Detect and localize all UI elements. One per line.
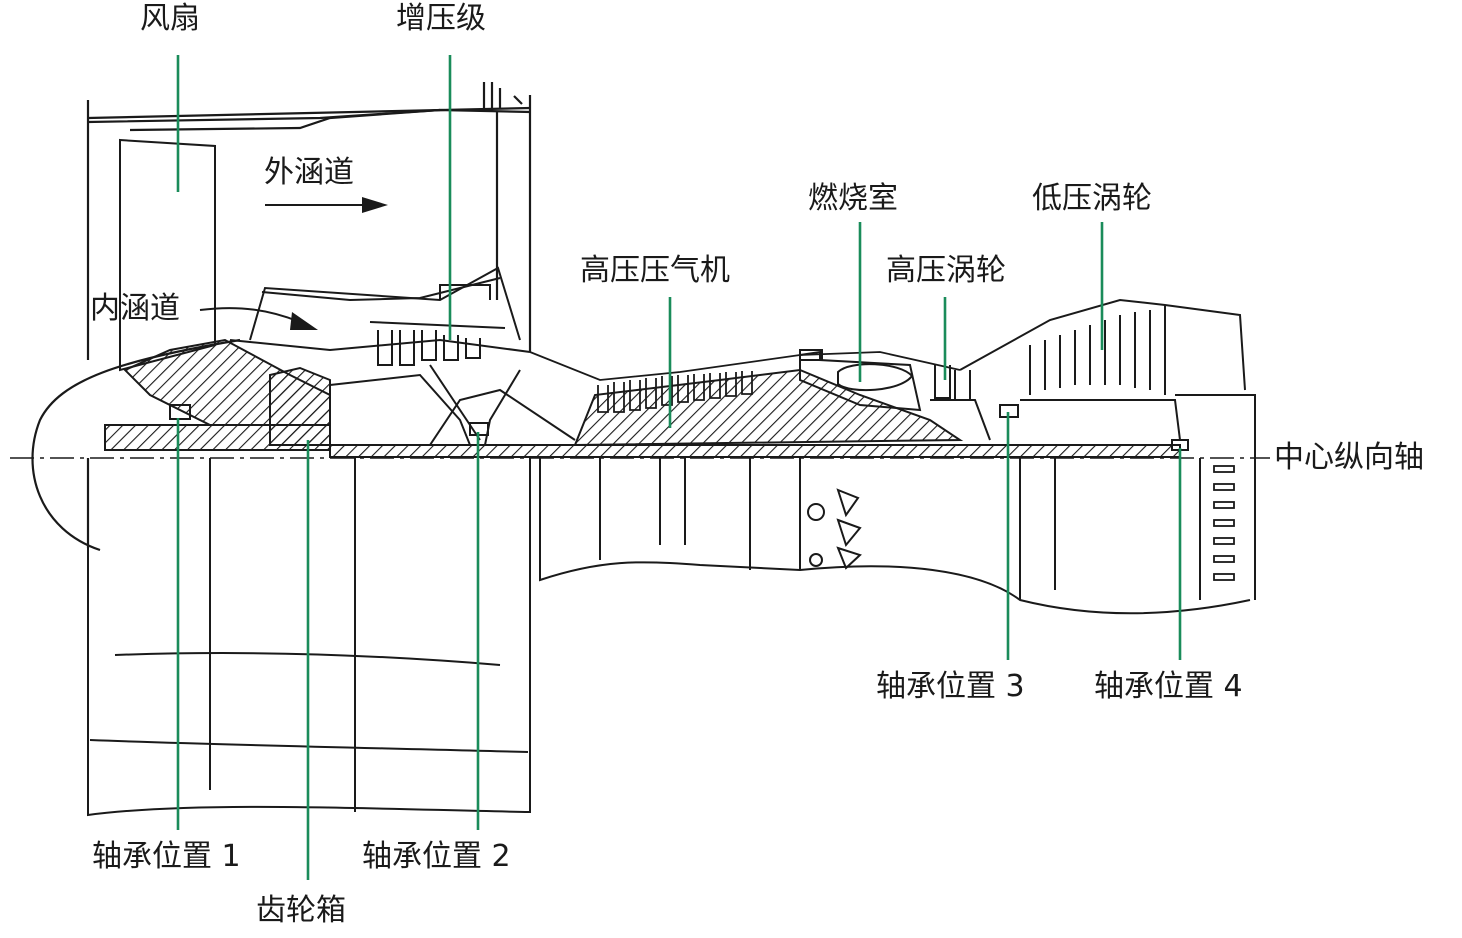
label-gearbox: 齿轮箱 (256, 893, 346, 928)
label-core-duct: 内涵道 (90, 291, 180, 326)
label-bearing-4: 轴承位置 4 (1094, 669, 1243, 704)
label-combustor: 燃烧室 (808, 181, 898, 216)
booster-duct (229, 266, 531, 353)
combustor-chamber (799, 349, 922, 412)
fuel-nozzles (807, 488, 862, 570)
leader-lines (176, 55, 1182, 880)
label-booster: 增压级 (396, 1, 486, 36)
label-hp-turbine: 高压涡轮 (886, 253, 1006, 288)
exhaust-vents (1213, 465, 1235, 581)
label-bearing-1: 轴承位置 1 (92, 839, 241, 874)
fan-blade (119, 138, 216, 372)
bypass-flow-arrow (265, 197, 388, 213)
booster-stages (369, 321, 506, 366)
label-hp-compressor: 高压压气机 (580, 253, 730, 288)
label-bearing-3: 轴承位置 3 (876, 669, 1025, 704)
label-lp-turbine: 低压涡轮 (1032, 181, 1152, 216)
fan-casing (86, 82, 532, 360)
label-bearing-2: 轴承位置 2 (362, 839, 511, 874)
core-flow-arrow (199, 307, 318, 330)
hp-compressor-rotor (573, 368, 964, 447)
label-fan: 风扇 (140, 1, 200, 36)
hp-turbine-stage (930, 365, 991, 441)
hp-compressor-blades (529, 351, 961, 413)
lp-turbine-stages (959, 298, 1256, 600)
fan-hub-structure (104, 338, 331, 451)
main-shaft (329, 444, 1181, 458)
label-bypass-duct: 外涵道 (264, 155, 354, 190)
label-centerline-axis: 中心纵向轴 (1274, 440, 1424, 475)
frame-struts (329, 364, 576, 446)
lower-casing (87, 458, 1251, 817)
